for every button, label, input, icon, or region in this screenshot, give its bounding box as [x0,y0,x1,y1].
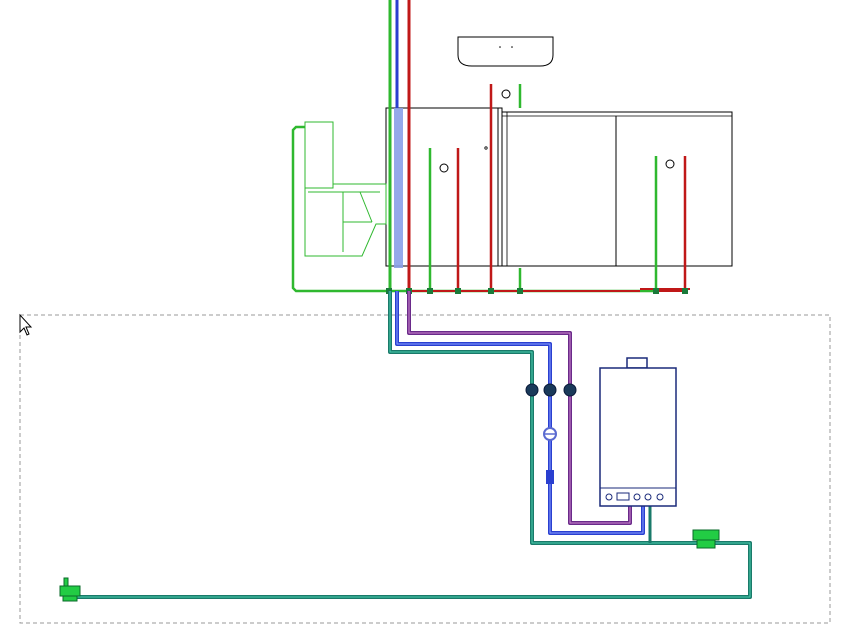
water-inlet-stopcock[interactable] [59,577,81,602]
risers[interactable] [388,0,411,290]
wc-pan[interactable] [304,121,387,257]
cabinet-left-tails[interactable] [428,148,460,290]
selected-riser-highlight[interactable] [394,108,403,268]
combi-boiler[interactable] [599,357,677,507]
pump-symbol[interactable] [543,427,557,484]
flow-return-pipes[interactable] [70,291,752,599]
isolation-valves[interactable] [525,383,577,484]
water-meter[interactable] [692,529,720,549]
arrow-cursor-icon [19,313,33,336]
cabinet-right-tails[interactable] [654,156,687,290]
selection-box[interactable] [19,314,831,624]
basin-waste-circle [501,89,511,99]
cabinet-left[interactable] [385,107,503,267]
washbasin[interactable] [457,36,554,99]
cabinet-right[interactable] [501,111,733,267]
basin-tails[interactable] [489,84,522,290]
